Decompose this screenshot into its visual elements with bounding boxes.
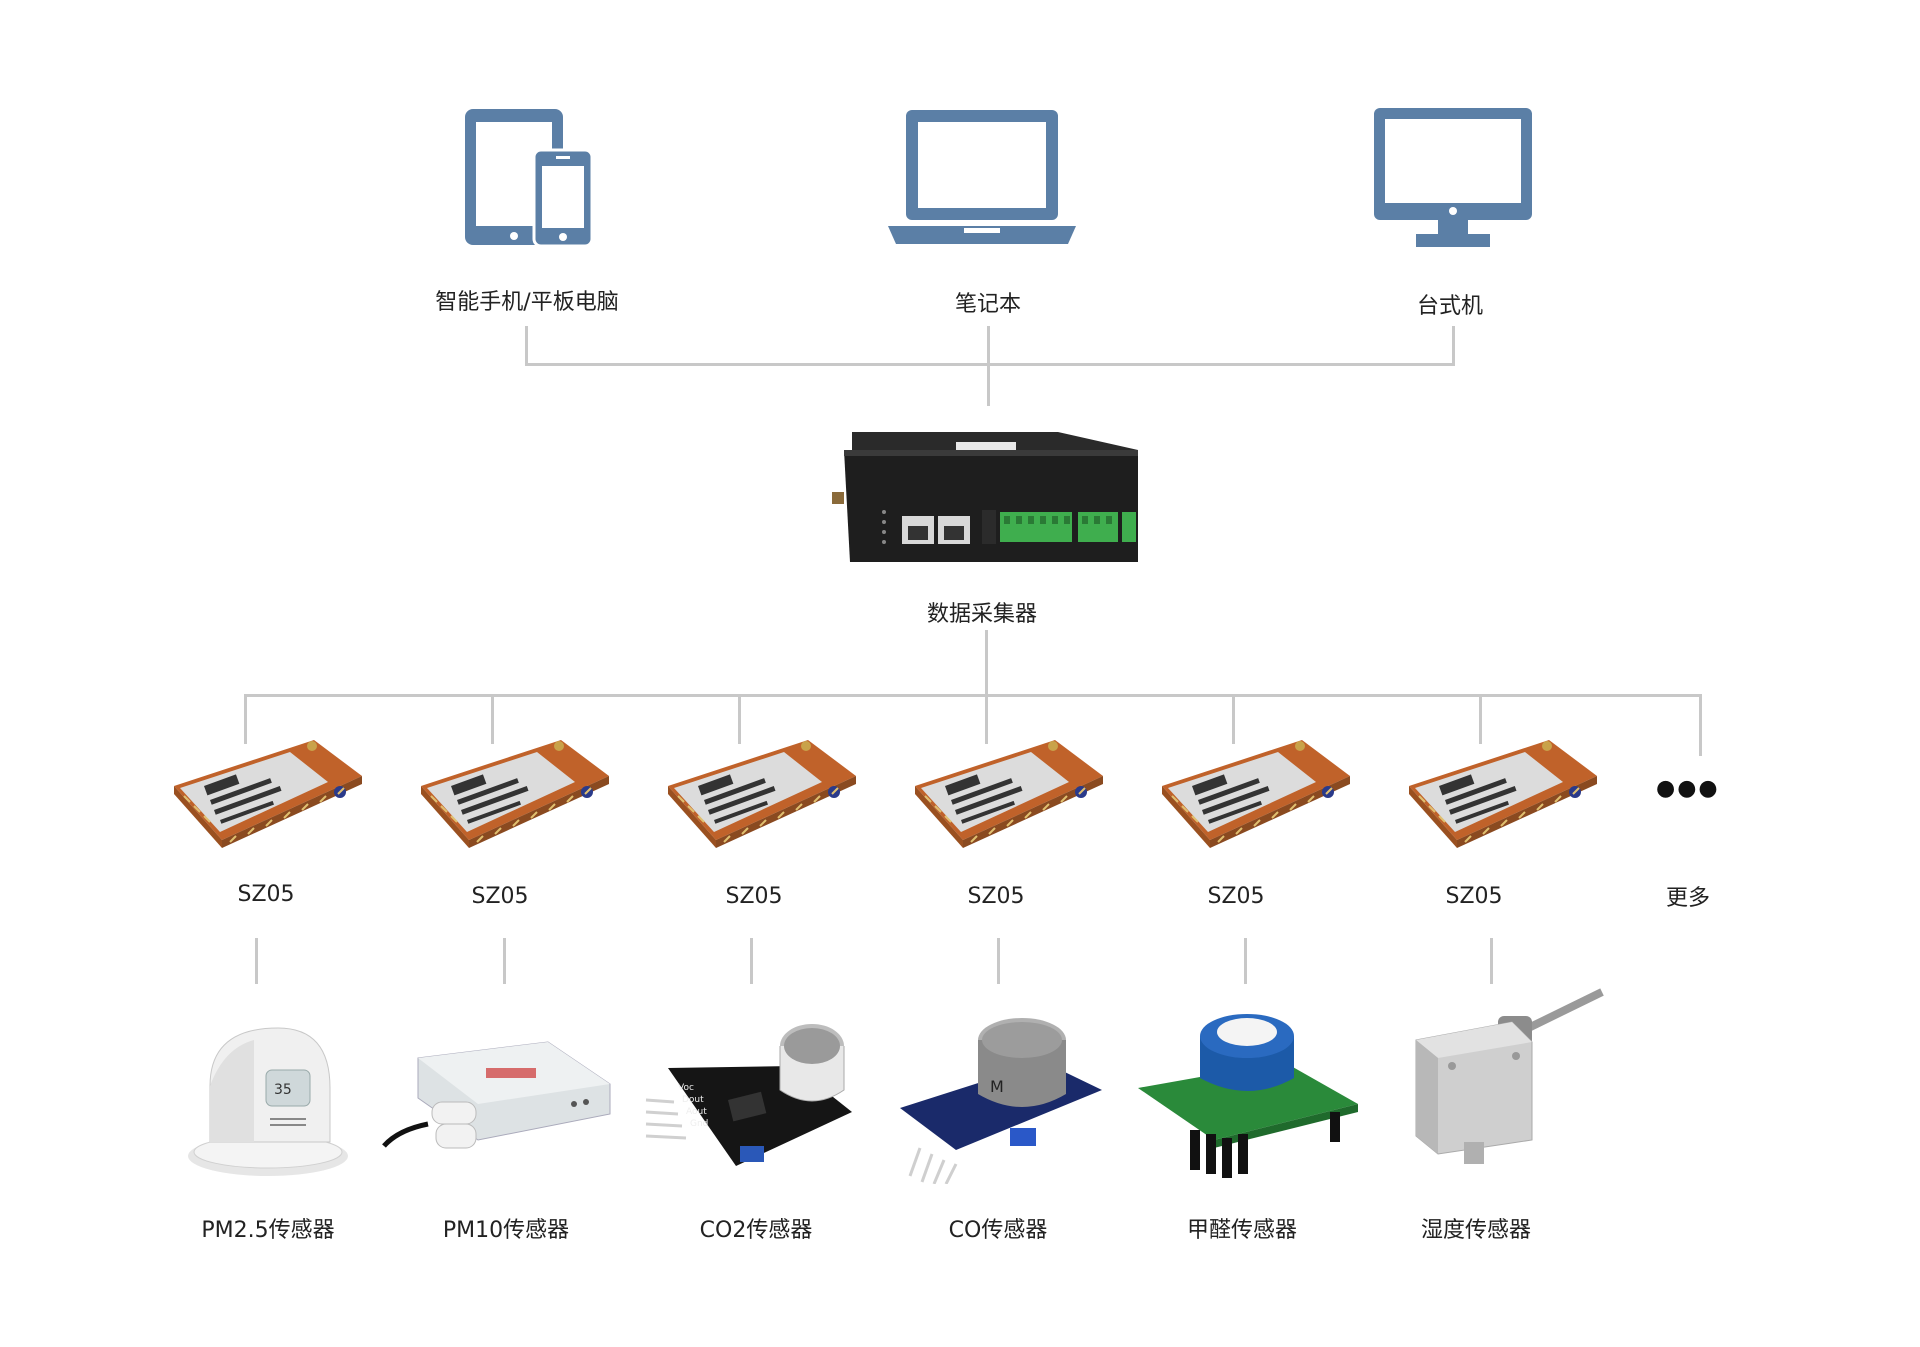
svg-text:Voc: Voc	[678, 1083, 694, 1093]
svg-text:Gnd: Gnd	[690, 1119, 708, 1129]
gateway-label: 数据采集器	[926, 602, 1038, 627]
device-label-mobile: 智能手机/平板电脑	[435, 290, 619, 315]
more-ellipsis-icon: ●●●	[1656, 776, 1720, 801]
module-label: SZ05	[471, 884, 529, 909]
svg-text:M: M	[990, 1077, 1004, 1096]
device-label-desktop: 台式机	[1416, 294, 1484, 319]
connector-line	[491, 694, 494, 744]
data-collector-device	[832, 430, 1148, 570]
sensor-label-pm25: PM2.5传感器	[201, 1218, 335, 1243]
connector-line	[1699, 694, 1702, 756]
module-label: SZ05	[237, 882, 295, 907]
sensor-label-co: CO传感器	[948, 1218, 1048, 1243]
more-label: 更多	[1665, 886, 1711, 911]
connector-line	[525, 326, 528, 366]
sensor-label-humidity: 湿度传感器	[1420, 1218, 1532, 1243]
module-label: SZ05	[1207, 884, 1265, 909]
module-label: SZ05	[967, 884, 1025, 909]
svg-text:Dout: Dout	[682, 1095, 704, 1105]
sz05-module	[164, 736, 368, 854]
connector-line	[1244, 938, 1247, 984]
connector-line	[750, 938, 753, 984]
connector-line	[525, 363, 1455, 366]
module-label: SZ05	[1445, 884, 1503, 909]
connector-line	[738, 694, 741, 744]
sz05-module	[411, 736, 615, 854]
device-label-laptop: 笔记本	[954, 292, 1022, 317]
sensor-label-pm10: PM10传感器	[442, 1218, 570, 1243]
connector-line	[1479, 694, 1482, 744]
co-sensor-image: M	[894, 1016, 1106, 1184]
desktop-monitor-icon	[1372, 106, 1534, 250]
connector-line	[997, 938, 1000, 984]
svg-text:35: 35	[274, 1082, 292, 1098]
connector-line	[244, 694, 247, 744]
laptop-icon	[888, 106, 1076, 248]
svg-text:Aout: Aout	[686, 1107, 707, 1117]
connector-line	[987, 326, 990, 406]
sz05-module	[658, 736, 862, 854]
pm10-sensor-image	[378, 1018, 614, 1168]
sensor-label-formaldehyde: 甲醛传感器	[1186, 1218, 1298, 1243]
connector-line	[1232, 694, 1235, 744]
connector-line	[1490, 938, 1493, 984]
sensor-label-co2: CO2传感器	[699, 1218, 813, 1243]
connector-line	[255, 938, 258, 984]
formaldehyde-sensor-image	[1134, 1008, 1362, 1184]
sz05-module	[1399, 736, 1603, 854]
connector-line	[244, 694, 1702, 697]
connector-line	[503, 938, 506, 984]
module-label: SZ05	[725, 884, 783, 909]
connector-line	[1452, 326, 1455, 366]
connector-line	[985, 694, 988, 744]
connector-line	[985, 630, 988, 696]
sz05-module	[1152, 736, 1356, 854]
tablet-phone-icon	[462, 106, 594, 248]
humidity-sensor-image	[1408, 986, 1608, 1170]
pm25-sensor-image: 35	[184, 1018, 348, 1180]
sz05-module	[905, 736, 1109, 854]
